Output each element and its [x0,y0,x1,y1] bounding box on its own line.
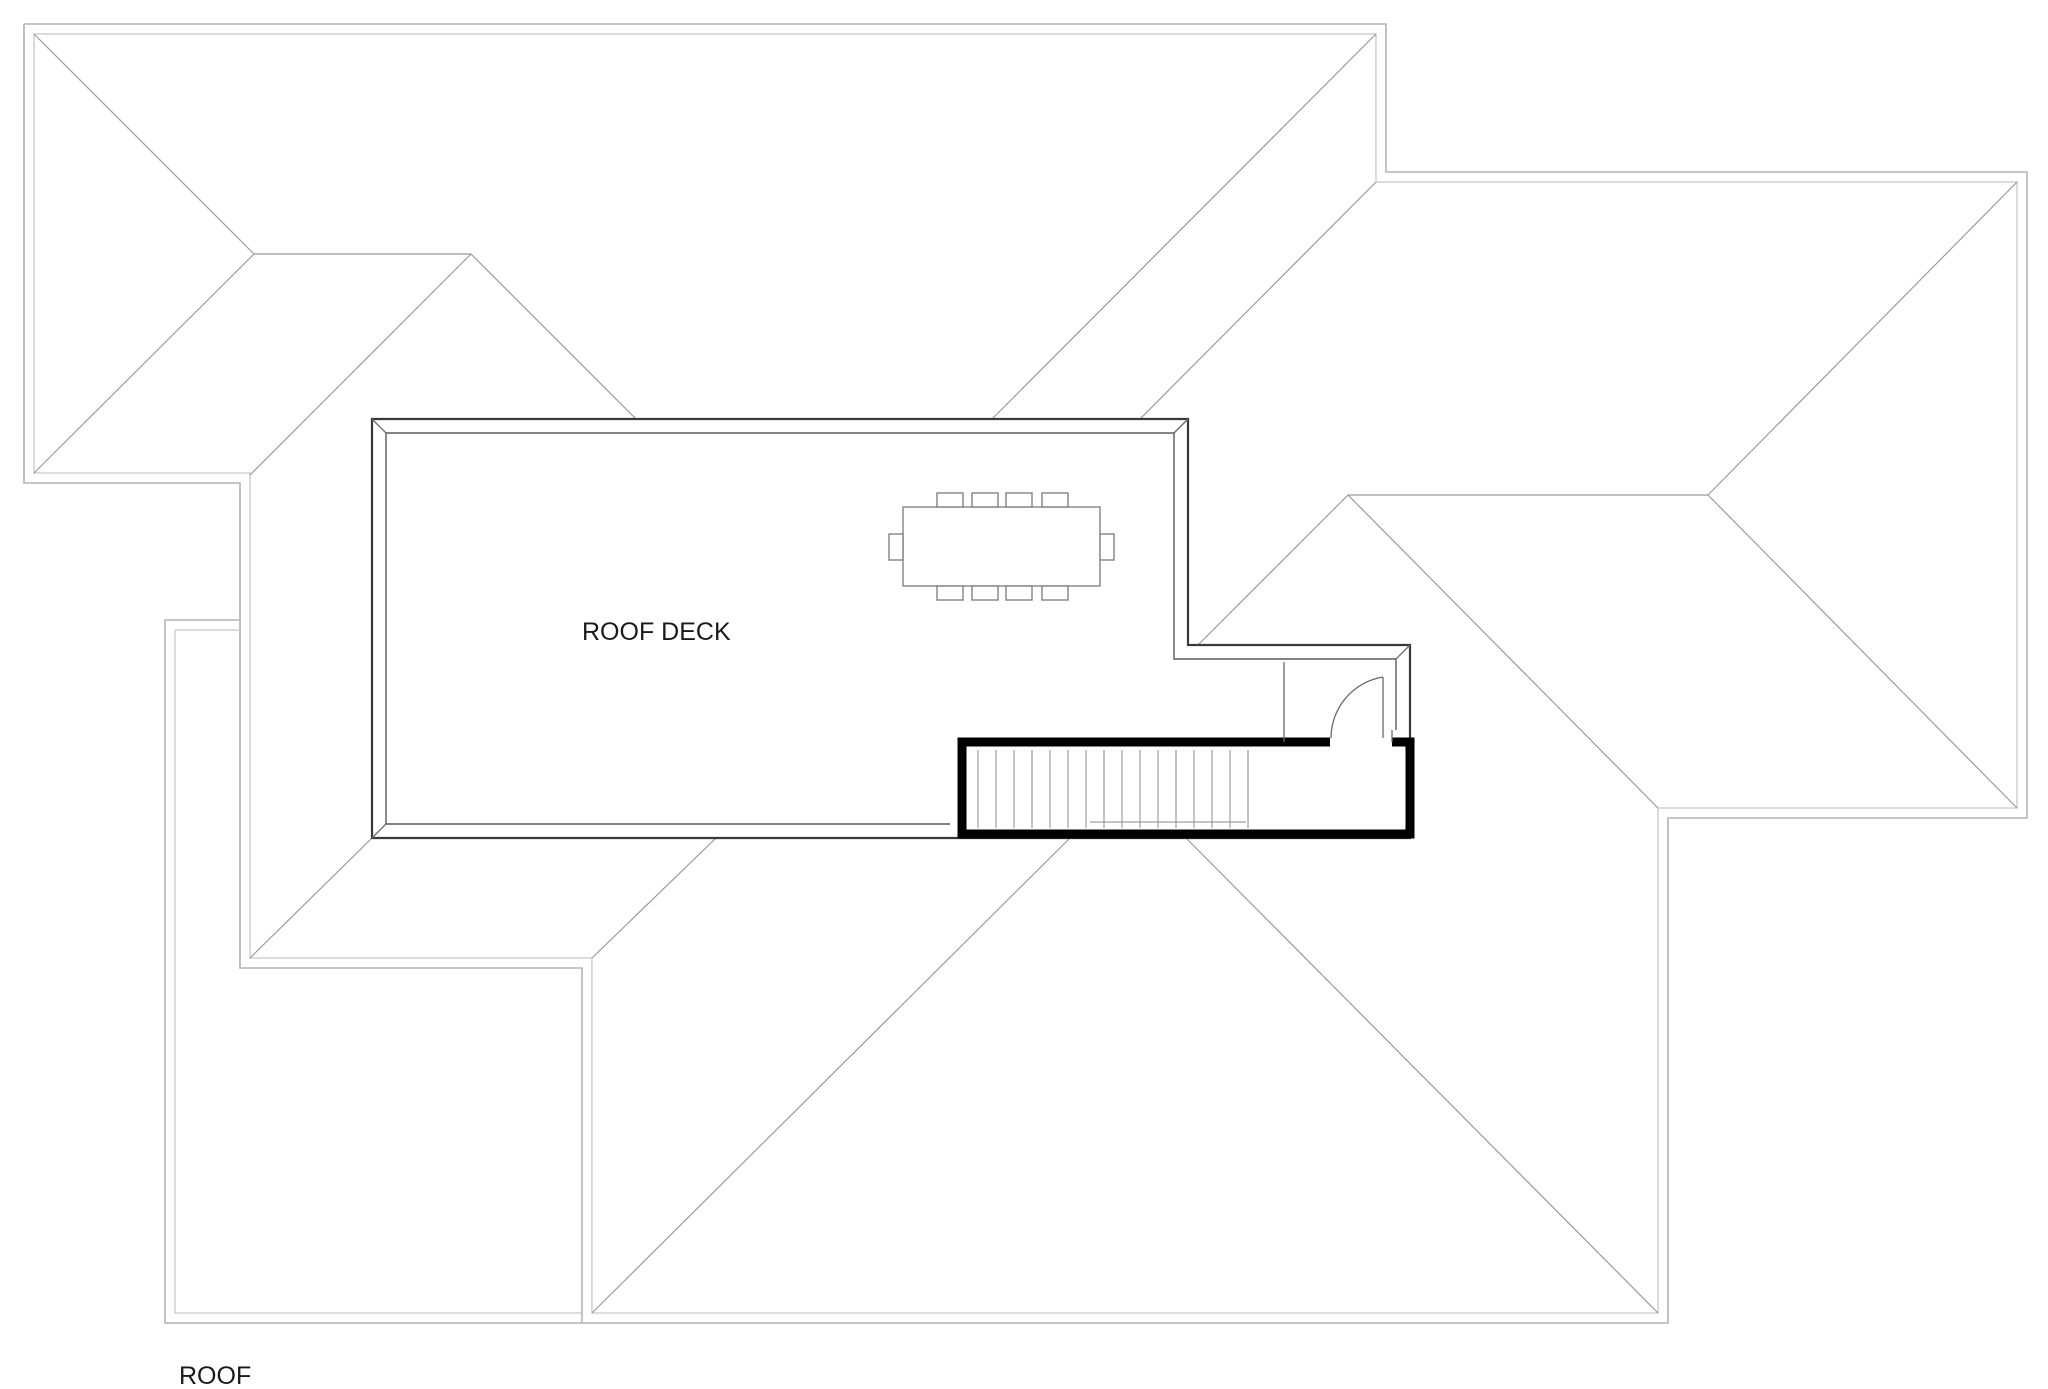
roof-deck-outline [370,417,1412,840]
hip-line [33,33,255,255]
roof-deck [370,417,1412,840]
deck-corner-miter [1395,644,1411,660]
hip-line [1707,494,2018,809]
hip-line [1347,494,1659,809]
chair [1041,492,1069,508]
chair [971,585,999,601]
hip-line [1139,181,1377,420]
chair [971,492,999,508]
hip-line [249,837,373,959]
roof-lower-left-inner [174,629,582,1314]
hip-line [33,253,255,474]
roof-access-door [1330,676,1384,739]
stair-enclosure [957,662,1415,839]
hip-line [991,33,1377,420]
chair [1041,585,1069,601]
hip-line [470,253,637,420]
stair-treads [977,750,1249,828]
dining-table [902,506,1101,587]
chair [936,585,964,601]
chair [888,533,904,561]
hip-line [1707,181,2018,496]
chairs-top [936,492,1069,508]
deck-corner-miter [371,418,387,434]
hip-line [591,837,1071,1314]
hip-line [1185,837,1659,1314]
deck-corner-miter [371,823,387,839]
hip-line [591,837,717,959]
roof-ridge-lines [33,33,2018,1314]
door-swing-arc [1330,676,1384,739]
stair-wall [957,737,1415,839]
roof-outline-outer [23,23,2028,1324]
chair [1005,492,1033,508]
dining-table-set [888,492,1115,601]
hip-line [249,253,472,476]
chair [1099,533,1115,561]
chair [1005,585,1033,601]
roof-deck-label: ROOF DECK [582,618,731,646]
chairs-bottom [936,585,1069,601]
roof-label: ROOF [179,1362,251,1389]
chair [936,492,964,508]
deck-corner-miter [1173,418,1189,434]
hip-line [1197,494,1349,646]
